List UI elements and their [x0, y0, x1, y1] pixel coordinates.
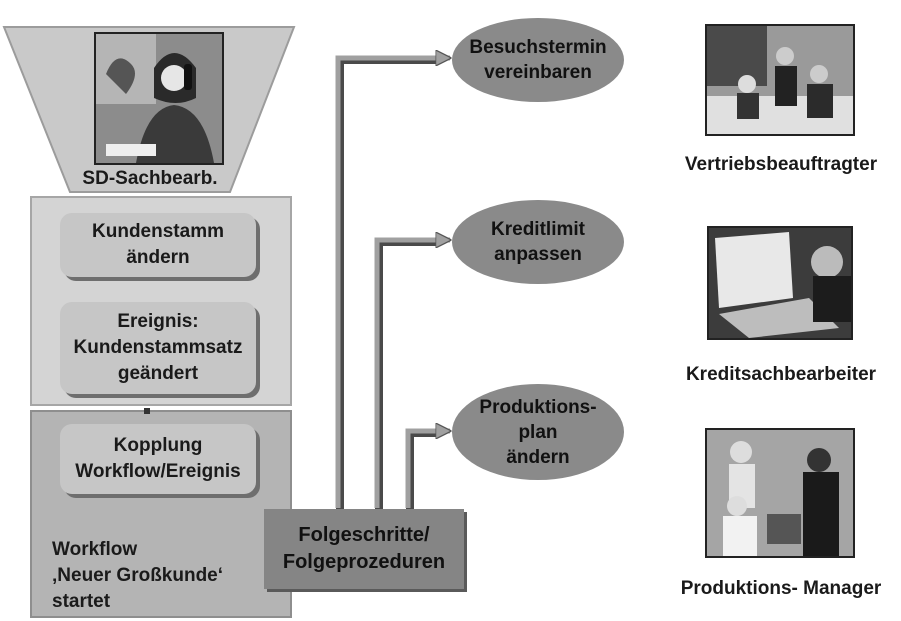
person-phone-icon: [96, 34, 222, 163]
meeting-people-icon: [707, 26, 853, 134]
role-kreditsachbearbeiter: Kreditsachbearbeiter: [685, 364, 877, 385]
step-kreditlimit: Kreditlimit anpassen: [452, 200, 624, 284]
sd-sachbearbeiter-photo: [94, 32, 224, 165]
step-produktionsplan: Produktions- plan ändern: [452, 384, 624, 480]
kredit-photo: [707, 226, 853, 340]
sd-sachbearb-label: SD-Sachbearb.: [82, 168, 218, 189]
role-produktions-manager: Produktions- Manager: [680, 578, 882, 599]
produktion-photo: [705, 428, 855, 558]
step-besuchstermin: Besuchstermin vereinbaren: [452, 18, 624, 102]
connector-dot: [144, 408, 150, 414]
role-vertriebsbeauftragter: Vertriebsbeauftragter: [684, 154, 878, 175]
arrow-to-besuchstermin: [335, 58, 450, 508]
arrow-to-produktionsplan: [405, 431, 450, 508]
team-discussion-icon: [707, 430, 853, 556]
workflow-start-text: Workflow ‚Neuer Großkunde‘ startet: [52, 539, 224, 612]
arrow-to-kreditlimit: [374, 240, 450, 508]
computer-user-icon: [709, 228, 851, 338]
box-kopplung: Kopplung Workflow/Ereignis: [60, 424, 256, 494]
box-ereignis: Ereignis: Kundenstammsatz geändert: [60, 302, 256, 394]
box-kundenstamm-aendern: Kundenstamm ändern: [60, 213, 256, 277]
vertrieb-photo: [705, 24, 855, 136]
box-folgeschritte: Folgeschritte/ Folgeprozeduren: [264, 509, 464, 589]
